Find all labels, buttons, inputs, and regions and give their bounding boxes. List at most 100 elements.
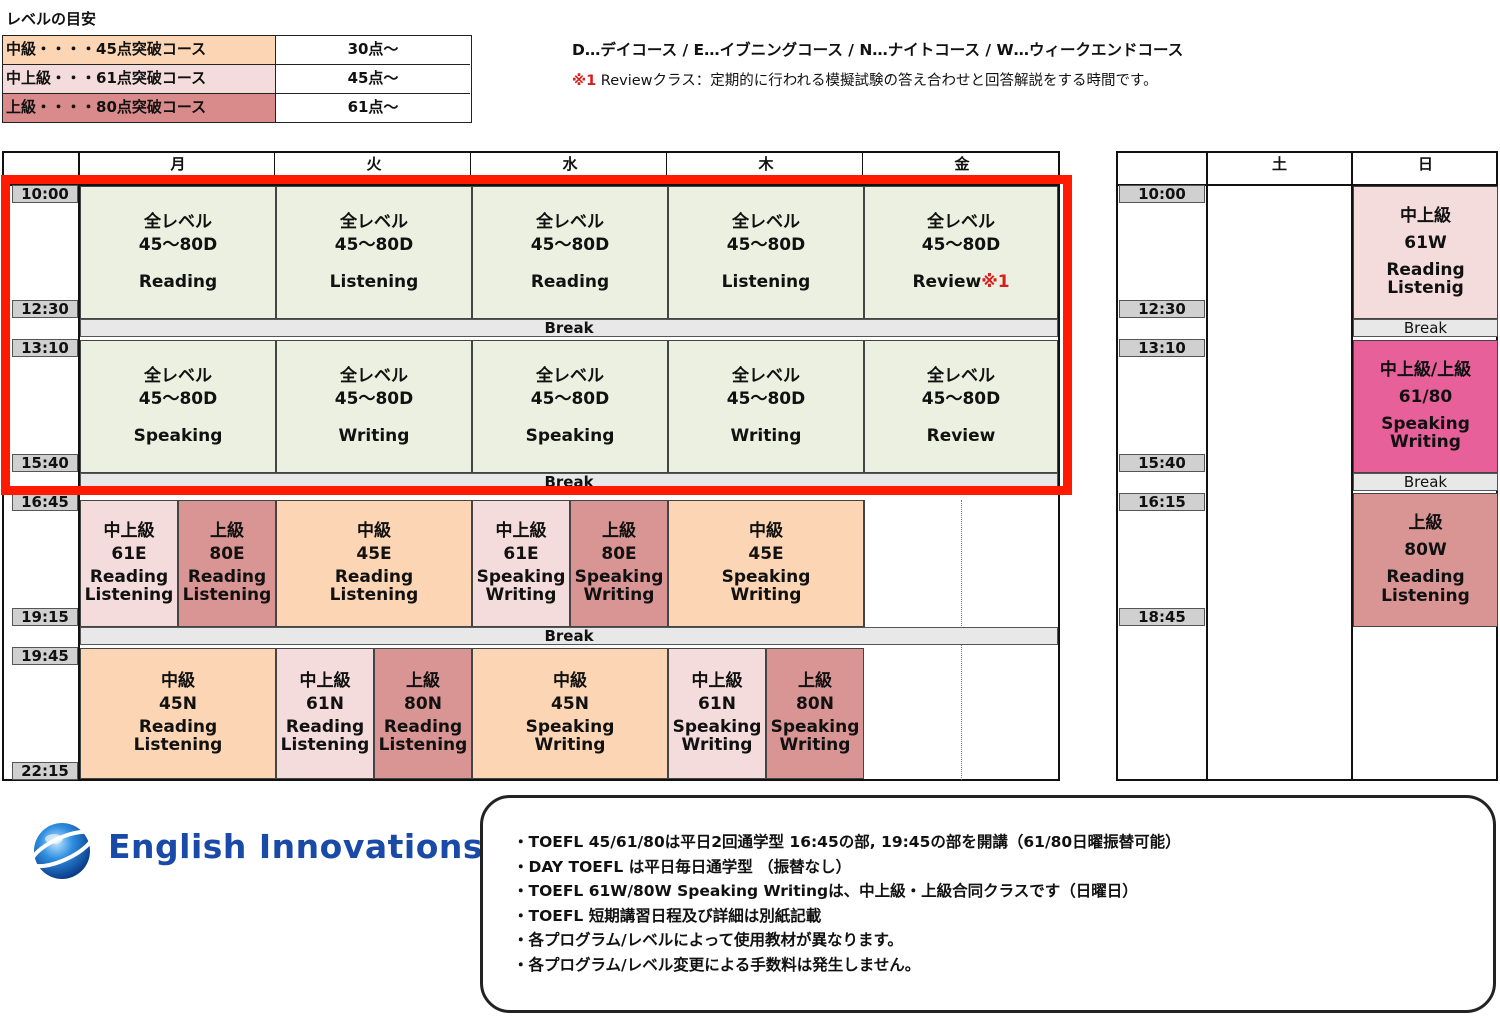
- session-level: 中級: [161, 670, 195, 691]
- review-note-text: Reviewクラス：定期的に行われる模擬試験の答え合わせと回答解説をする時間です…: [596, 73, 1158, 89]
- session-thu-evening-45e: 中級 45E Speaking Writing: [668, 500, 864, 627]
- session-code: 80N: [404, 693, 442, 714]
- note-line: ・DAY TOEFL は平日毎日通学型 （振替なし）: [513, 857, 852, 876]
- session-sun-80w: 上級 80W Reading Listening: [1353, 493, 1498, 627]
- session-level: 中級: [749, 520, 783, 541]
- weekend-break-2: Break: [1353, 473, 1498, 491]
- session-skill: Reading: [138, 271, 218, 292]
- session-skill: Listening: [133, 735, 223, 756]
- session-skill: Reading: [187, 566, 267, 587]
- session-level: 全レベル: [340, 212, 408, 233]
- session-skill: Listenig: [1387, 278, 1464, 299]
- session-skill: Review: [926, 425, 996, 446]
- session-code: 45N: [551, 693, 589, 714]
- session-skill: Listening: [378, 735, 468, 756]
- session-level: 全レベル: [340, 366, 408, 387]
- course-legend: D…デイコース / E…イブニングコース / N…ナイトコース / W…ウィーク…: [572, 41, 1184, 59]
- session-level: 中上級: [691, 670, 743, 691]
- session-wed-night-45n: 中級 45N Speaking Writing: [472, 648, 668, 779]
- hdr-div: [862, 151, 863, 185]
- session-code: 45〜80D: [138, 235, 218, 256]
- session-wed-afternoon: 全レベル 45〜80D Speaking: [472, 340, 668, 473]
- session-skill: Writing: [338, 425, 410, 446]
- session-code: 61N: [698, 693, 736, 714]
- session-level: 上級: [1408, 513, 1443, 534]
- level-row-upper-intermediate-score: 45点〜: [276, 65, 470, 94]
- session-code: 61E: [503, 543, 539, 564]
- session-level: 全レベル: [536, 212, 604, 233]
- session-skill: Speaking: [1381, 413, 1470, 434]
- note-line: ・TOEFL 短期講習日程及び詳細は別紙記載: [513, 906, 822, 925]
- session-tue-night-61n: 中上級 61N Reading Listening: [276, 648, 374, 779]
- weekend-time-1845: 18:45: [1119, 608, 1205, 626]
- session-thu-morning: 全レベル 45〜80D Listening: [668, 186, 864, 319]
- hdr-div: [470, 151, 471, 185]
- session-code: 45〜80D: [334, 235, 414, 256]
- weekday-header-divider: [2, 184, 1060, 186]
- session-code: 61E: [111, 543, 147, 564]
- session-code: 45〜80D: [334, 389, 414, 410]
- session-level: 中級: [553, 670, 587, 691]
- weekend-break-1: Break: [1353, 319, 1498, 337]
- session-wed-evening-80e: 上級 80E Speaking Writing: [570, 500, 668, 627]
- session-tue-morning: 全レベル 45〜80D Listening: [276, 186, 472, 319]
- session-level: 中上級: [495, 520, 547, 541]
- day-header-thu: 木: [758, 155, 774, 173]
- session-sun-61-80: 中上級/上級 61/80 Speaking Writing: [1353, 340, 1498, 473]
- level-row-intermediate-score: 30点〜: [276, 36, 470, 65]
- session-mon-evening-61e: 中上級 61E Reading Listening: [80, 500, 178, 627]
- session-skill: Reading: [530, 271, 610, 292]
- session-level: 全レベル: [927, 366, 995, 387]
- session-code: 61N: [306, 693, 344, 714]
- level-guide-table: 中級・・・・45点突破コース 30点〜 中上級・・・61点突破コース 45点〜 …: [2, 35, 472, 123]
- session-level: 全レベル: [144, 366, 212, 387]
- session-skill: Reading: [383, 716, 463, 737]
- session-level: 全レベル: [144, 212, 212, 233]
- session-skill: Speaking: [672, 716, 762, 737]
- session-tue-afternoon: 全レベル 45〜80D Writing: [276, 340, 472, 473]
- session-level: 上級: [406, 670, 440, 691]
- hdr-div: [274, 151, 275, 185]
- session-skill: Listening: [721, 271, 811, 292]
- session-code: 80N: [796, 693, 834, 714]
- session-skill-text: Review: [912, 271, 982, 292]
- session-code: 80E: [601, 543, 637, 564]
- time-1000: 10:00: [12, 185, 78, 203]
- highlight-box: [1, 175, 1072, 495]
- session-level: 上級: [210, 520, 244, 541]
- weekend-time-1615: 16:15: [1119, 493, 1205, 511]
- session-skill: Reading: [1386, 567, 1465, 587]
- notes-box: ・TOEFL 45/61/80は平日2回通学型 16:45の部, 19:45の部…: [480, 795, 1496, 1013]
- weekend-time-1000: 10:00: [1119, 185, 1205, 203]
- session-tue-evening-45e: 中級 45E Reading Listening: [276, 500, 472, 627]
- session-skill: Speaking: [525, 716, 615, 737]
- session-skill: Speaking: [721, 566, 811, 587]
- level-guide-title: レベルの目安: [6, 10, 97, 28]
- day-header-wed: 水: [562, 155, 578, 173]
- weekday-time-col-divider: [78, 151, 80, 781]
- session-level: 中上級/上級: [1379, 359, 1472, 380]
- review-note: ※1 Reviewクラス：定期的に行われる模擬試験の答え合わせと回答解説をする時…: [572, 69, 1158, 90]
- session-skill: Writing: [779, 735, 851, 756]
- day-header-sat: 土: [1271, 155, 1287, 173]
- session-wed-evening-61e: 中上級 61E Speaking Writing: [472, 500, 570, 627]
- day-header-tue: 火: [366, 155, 382, 173]
- time-1310: 13:10: [12, 339, 78, 357]
- session-sun-61w: 中上級 61W Reading Listenig: [1353, 186, 1498, 319]
- session-level: 中上級: [1400, 205, 1451, 226]
- session-thu-afternoon: 全レベル 45〜80D Writing: [668, 340, 864, 473]
- session-mon-afternoon: 全レベル 45〜80D Speaking: [80, 340, 276, 473]
- session-skill: Writing: [681, 735, 753, 756]
- logo: English Innovations: [28, 815, 483, 885]
- session-skill: Writing: [730, 425, 802, 446]
- session-level: 全レベル: [732, 212, 800, 233]
- session-skill: Writing: [1390, 432, 1461, 453]
- session-skill: Speaking: [525, 425, 615, 446]
- time-1230: 12:30: [12, 300, 78, 318]
- time-1915: 19:15: [12, 608, 78, 626]
- time-2215: 22:15: [12, 762, 78, 780]
- session-skill: Speaking: [476, 566, 566, 587]
- note-line: ・各プログラム/レベル変更による手数料は発生しません。: [513, 955, 921, 974]
- session-level: 上級: [798, 670, 832, 691]
- session-mon-morning: 全レベル 45〜80D Reading: [80, 186, 276, 319]
